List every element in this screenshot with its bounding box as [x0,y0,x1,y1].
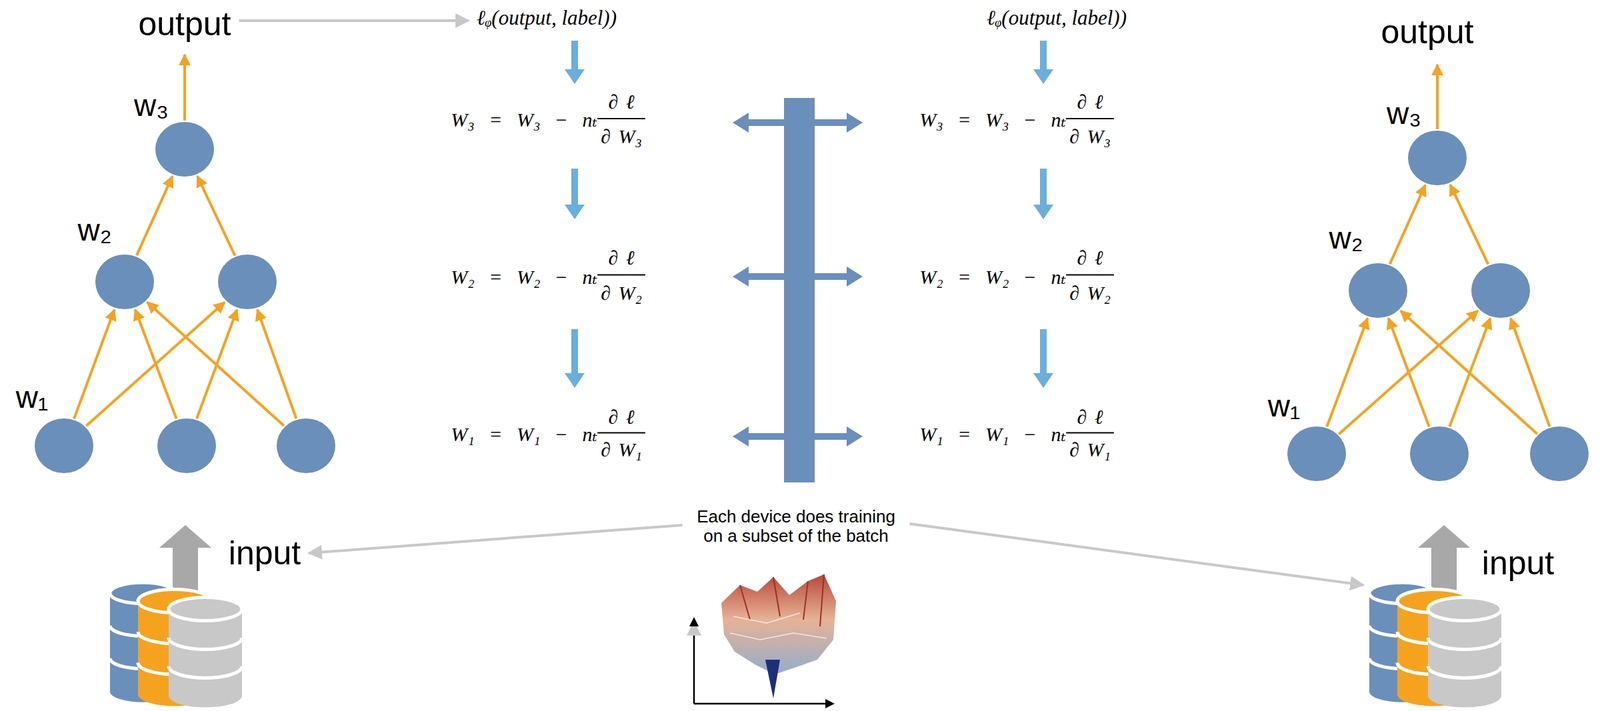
fraction-bar [1066,118,1114,120]
neuron [34,418,94,474]
cylinder-band [168,638,242,650]
flow-arrow [1033,168,1054,220]
database-cylinder [1428,597,1502,708]
fraction-bar [597,432,646,434]
flow-arrow [1033,40,1054,84]
update-formula: W₁ = W₁ − nₜ [919,423,1066,446]
fraction-denominator: ∂ W₂ [600,282,642,304]
fraction-bar [597,118,646,120]
weight-arrow [257,310,296,420]
output-arrow [1436,64,1439,130]
neuron [1348,263,1408,318]
loss-landscape [689,574,836,709]
sync-bar [784,98,815,483]
neuron [1471,263,1530,318]
cylinder-top [1428,597,1502,621]
neuron [1410,426,1469,482]
output-label: output [1380,14,1474,51]
flow-arrow [1033,329,1054,388]
update-formula: W₂ = W₂ − nₜ [919,266,1066,288]
caption-note: Each device does training on a subset of… [689,507,904,546]
neuron [155,122,214,177]
neuron [218,254,277,310]
fraction-bar [597,274,646,276]
fraction-numerator: ∂ ℓ [608,246,635,269]
fraction-bar [1066,432,1114,434]
neuron [1530,426,1589,482]
weight-arrow [1450,184,1488,265]
cylinder-body [1428,609,1502,708]
weight-arrow [86,302,225,426]
neuron [1287,426,1346,482]
input-label: input [228,535,301,572]
update-formula: W₃ = W₃ − nₜ [919,108,1066,131]
pointer-arrow [239,19,469,22]
fraction-denominator: ∂ W₁ [1069,438,1111,461]
update-formula: W₁ = W₁ − nₜ [450,423,598,446]
weight-label: w₁ [1268,389,1301,424]
axis-head [825,699,835,709]
weight-arrow [1400,311,1538,435]
fraction-denominator: ∂ W₃ [600,125,642,148]
neural-network [34,54,336,474]
flow-arrow [564,40,585,84]
pointer-arrow [308,525,682,554]
pointer-arrow [910,524,1364,586]
weight-arrow [1388,318,1430,428]
fraction-denominator: ∂ W₂ [1069,282,1111,304]
weight-arrow [1338,310,1478,434]
database-cylinder [168,597,242,708]
input-label: input [1482,545,1554,582]
weight-arrow [135,309,177,419]
weight-label: w₂ [1328,221,1363,256]
output-arrow [183,54,186,121]
axis [694,703,827,706]
neural-network [1287,64,1589,482]
surface-line [730,613,827,640]
weight-arrow [1390,185,1426,265]
weight-arrow [147,302,284,427]
weight-arrow [1326,318,1368,428]
loss-formula: ℓᵩ(output, label)) [986,6,1127,30]
flow-arrow [564,329,585,388]
neuron [157,418,216,474]
axis-head [689,617,699,627]
fraction-numerator: ∂ ℓ [1077,90,1104,113]
weight-label: w₃ [1386,96,1422,131]
weight-label: w₂ [77,213,112,248]
weight-label: w₁ [16,380,49,415]
fraction-denominator: ∂ W₃ [1069,125,1111,148]
fraction-numerator: ∂ ℓ [1077,406,1104,428]
neuron [95,254,154,310]
update-formula: W₃ = W₃ − nₜ [450,108,598,131]
fraction-bar [1066,274,1114,276]
fraction-numerator: ∂ ℓ [1077,246,1104,269]
loss-formula: ℓᵩ(output, label)) [476,6,617,30]
cylinder-top [168,597,242,621]
fraction-numerator: ∂ ℓ [608,406,635,428]
output-label: output [138,6,231,43]
cylinder-body [168,609,242,708]
weight-arrow [1510,318,1550,428]
neuron [276,418,336,474]
neuron [1408,130,1467,186]
update-formula: W₂ = W₂ − nₜ [450,266,598,288]
fraction-denominator: ∂ W₁ [600,438,642,461]
weight-arrow [74,310,115,420]
weight-arrow [197,176,235,256]
minimum-spike [765,660,780,699]
cylinder-band [168,666,242,679]
fraction-numerator: ∂ ℓ [608,90,635,113]
axis [693,622,696,704]
weight-arrow [136,176,173,256]
cylinder-band [1428,666,1502,679]
cylinder-band [1428,638,1502,650]
loss-surface [721,574,836,675]
weight-label: w₃ [134,88,169,123]
flow-arrow [564,168,585,220]
